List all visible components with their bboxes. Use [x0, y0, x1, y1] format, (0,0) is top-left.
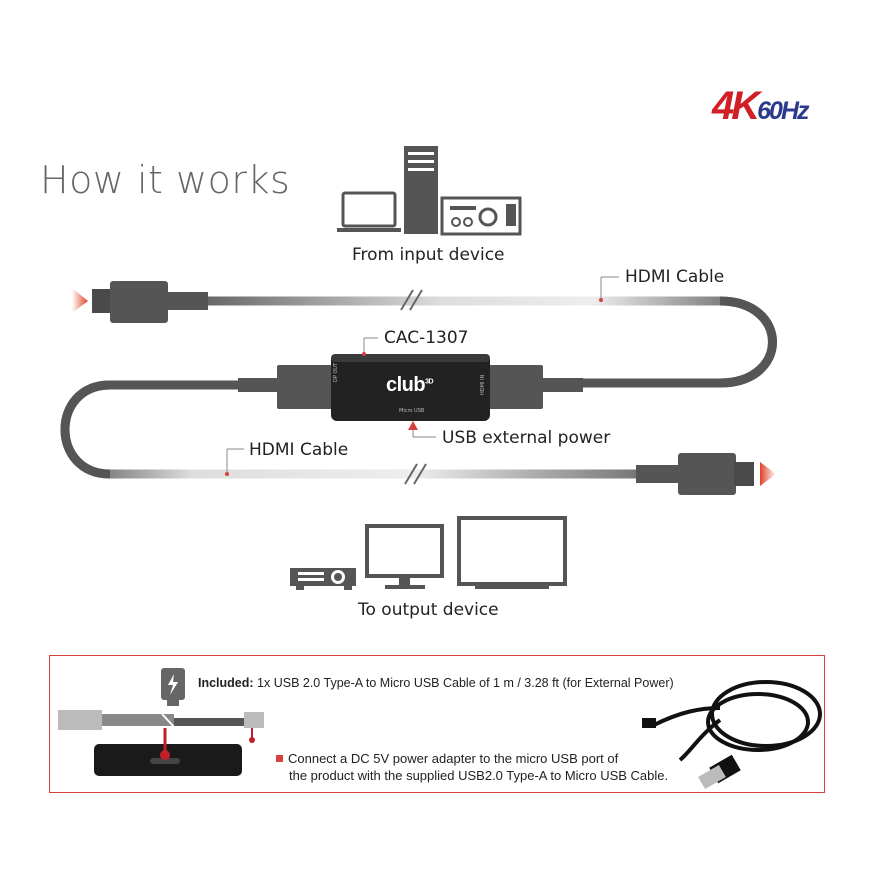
hdmi-plug-left-top — [72, 281, 208, 323]
pc-tower-icon — [404, 146, 438, 234]
cable-break-top — [400, 289, 423, 311]
output-device-label: To output device — [358, 600, 499, 620]
plug-dp-end — [277, 365, 332, 409]
club3d-logo: club3D — [386, 374, 434, 396]
power-device-sketch — [94, 728, 255, 776]
hdmi-cable-bottom-label: HDMI Cable — [249, 440, 349, 460]
bullet-icon — [276, 755, 283, 763]
plug-hdmi-end — [488, 365, 543, 409]
power-note: Connect a DC 5V power adapter to the mic… — [276, 750, 668, 784]
amplifier-icon — [440, 196, 522, 236]
usb-power-label: USB external power — [442, 428, 611, 448]
power-plug-icon — [161, 668, 185, 706]
usb-a-plug — [698, 754, 741, 790]
cable-sketch — [58, 710, 264, 730]
laptop-icon — [337, 191, 401, 232]
product-label: CAC-1307 — [384, 328, 469, 348]
adapter-body — [331, 354, 490, 421]
usb-arrow-icon — [408, 421, 418, 430]
monitor-icon — [365, 524, 444, 589]
hdmi-plug-right-bottom — [636, 453, 776, 495]
projector-icon — [290, 568, 356, 590]
included-text: Included: 1x USB 2.0 Type-A to Micro USB… — [198, 676, 674, 690]
tv-icon — [457, 516, 567, 589]
port-label-right: HDMI IN — [480, 374, 486, 395]
port-label-left: DP OUT — [333, 362, 339, 382]
input-device-label: From input device — [352, 245, 505, 265]
cable-break-bottom — [404, 463, 427, 485]
micro-usb-plug — [642, 718, 656, 728]
hdmi-cable-top-label: HDMI Cable — [625, 267, 725, 287]
included-info-box — [49, 655, 825, 793]
port-label-bottom: Micro USB — [399, 408, 425, 414]
usb-cable-photo — [653, 680, 822, 762]
page-title: How it works — [40, 158, 291, 202]
4k-60hz-badge: 4K60Hz — [712, 84, 810, 128]
